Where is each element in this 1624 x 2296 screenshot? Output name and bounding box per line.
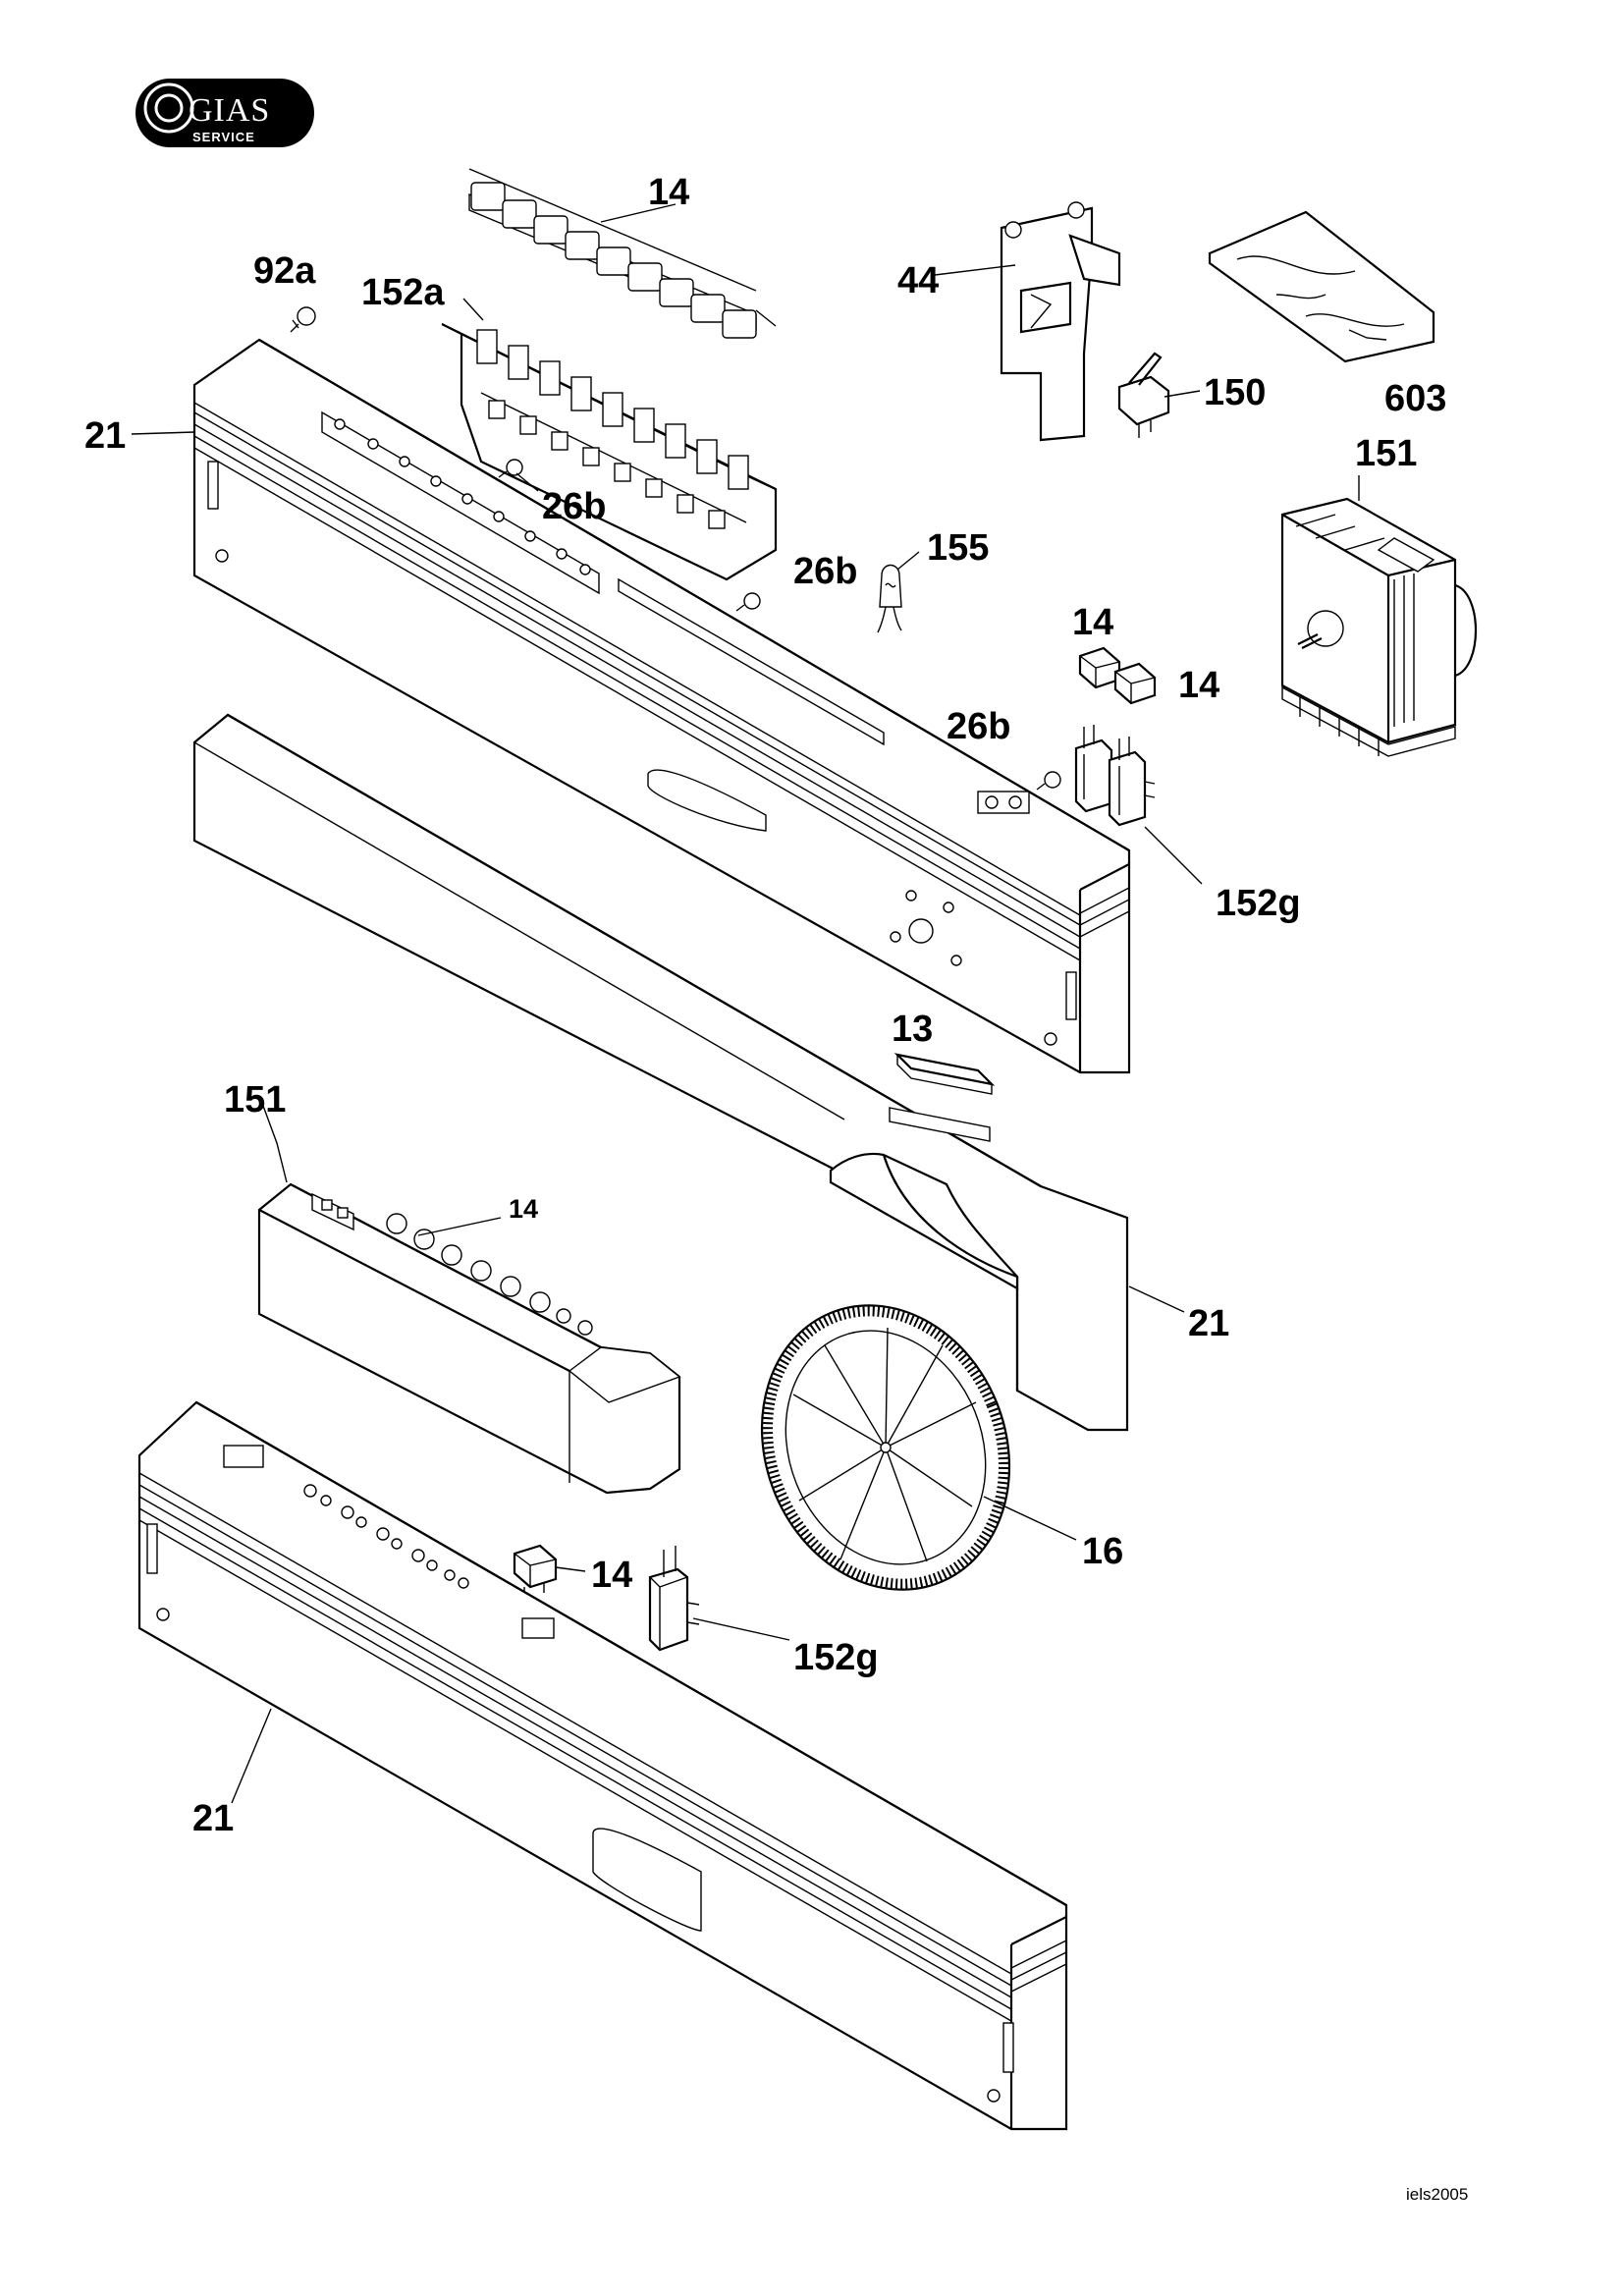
label-14-small: 14 (509, 1194, 538, 1224)
indicator-lamp (877, 564, 902, 633)
programmer-timer (1280, 497, 1478, 757)
label-21-top: 21 (84, 415, 126, 457)
button-key-strip (468, 168, 777, 339)
key-caps-pair (1078, 646, 1157, 705)
drawing-code: iels2005 (1406, 2185, 1468, 2204)
clip-part (893, 1053, 996, 1095)
label-21-bottom: 21 (192, 1798, 234, 1839)
label-152g-top: 152g (1216, 883, 1301, 924)
label-150: 150 (1204, 372, 1266, 413)
label-26b-a: 26b (542, 486, 606, 527)
microswitch (1117, 352, 1170, 438)
leader-lines (131, 203, 1387, 1804)
label-44: 44 (897, 260, 939, 301)
label-14-bottom: 14 (591, 1555, 632, 1596)
label-151-mid: 151 (224, 1079, 286, 1121)
switch-bottom (648, 1546, 700, 1652)
switch-bank (441, 323, 778, 581)
screw-26b-c (1036, 771, 1061, 791)
label-21-mid: 21 (1188, 1303, 1229, 1344)
screw-26b-a (498, 459, 523, 478)
label-155: 155 (927, 527, 989, 569)
label-13: 13 (892, 1009, 933, 1050)
spare-part-bag (1208, 210, 1435, 363)
label-14-right-a: 14 (1072, 602, 1113, 643)
label-603: 603 (1384, 378, 1446, 419)
bracket (1000, 201, 1121, 442)
inner-panel (192, 713, 1129, 1432)
label-152g-bottom: 152g (793, 1637, 879, 1678)
electronic-board (257, 1182, 681, 1495)
label-92a: 92a (253, 250, 316, 292)
control-panel-front-top (192, 338, 1131, 1074)
logo-brand-text: GIAS (189, 92, 270, 129)
screw-26b-b (735, 592, 761, 612)
control-panel-front-bottom (137, 1400, 1068, 2131)
double-switch-top (1074, 725, 1156, 827)
label-26b-b: 26b (793, 551, 857, 592)
logo-sub-text: SERVICE (192, 130, 255, 144)
label-152a: 152a (361, 272, 445, 313)
label-14-top: 14 (648, 172, 689, 213)
screw-92a (290, 306, 316, 333)
label-16: 16 (1082, 1531, 1123, 1572)
program-dial (760, 1304, 1011, 1591)
label-26b-c: 26b (947, 706, 1010, 747)
gias-service-logo: GIAS SERVICE (135, 79, 314, 147)
label-151-top: 151 (1355, 433, 1417, 474)
label-14-right-b: 14 (1178, 665, 1219, 706)
single-key-cap (513, 1544, 558, 1597)
